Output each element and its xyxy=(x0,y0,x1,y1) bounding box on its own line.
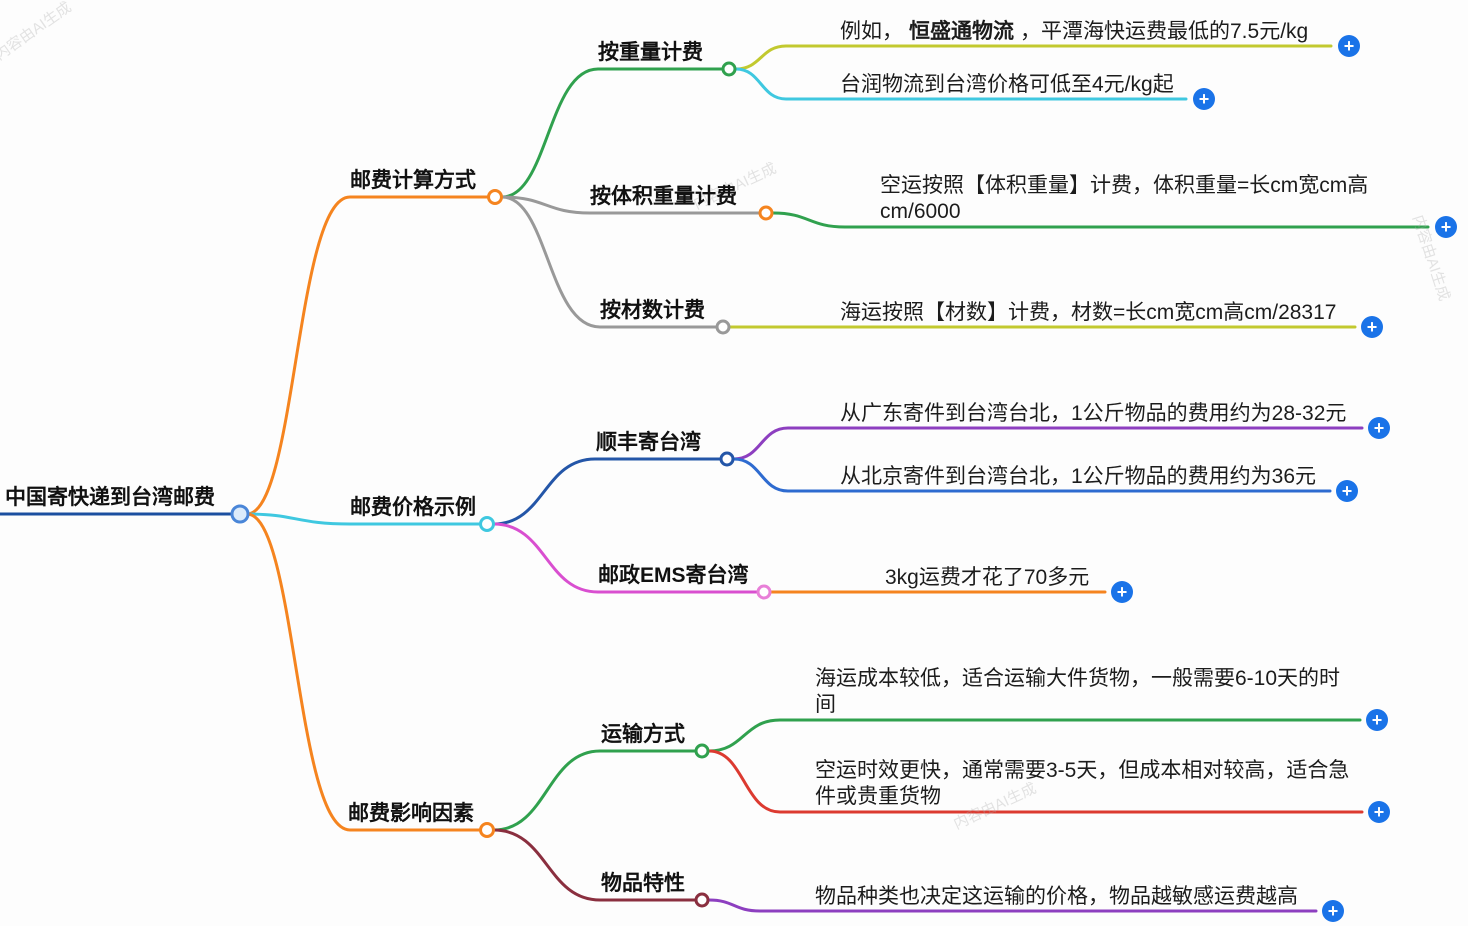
node-dot-item[interactable] xyxy=(694,892,710,908)
root-node-label[interactable]: 中国寄快递到台湾邮费 xyxy=(5,486,215,509)
connector-calc-to-cai xyxy=(500,195,718,329)
node-dot-factors[interactable] xyxy=(479,822,495,838)
child-label-transport[interactable]: 运输方式 xyxy=(601,723,685,746)
expand-button-cai[interactable]: + xyxy=(1361,316,1383,338)
connector-item-leaf xyxy=(707,898,1318,913)
leaf-text-cai[interactable]: 海运按照【材数】计费，材数=长cm宽cm高cm/28317 xyxy=(840,301,1337,324)
node-dot-transport[interactable] xyxy=(694,743,710,759)
leaf-text-weight-example2[interactable]: 台润物流到台湾价格可低至4元/kg起 xyxy=(840,73,1174,96)
child-label-sf[interactable]: 顺丰寄台湾 xyxy=(596,431,701,454)
connector-root-to-price xyxy=(245,512,482,526)
child-label-item[interactable]: 物品特性 xyxy=(601,872,685,895)
node-dot-price[interactable] xyxy=(479,516,495,532)
connector-transport-leaf2 xyxy=(707,749,1364,814)
expand-button-sea[interactable]: + xyxy=(1366,709,1388,731)
node-dot-ems[interactable] xyxy=(756,584,772,600)
leaf-text-air[interactable]: 空运时效更快，通常需要3-5天，但成本相对较高，适合急件或贵重货物 xyxy=(815,759,1350,808)
branch-label-calc[interactable]: 邮费计算方式 xyxy=(350,169,476,192)
expand-button-sf2[interactable]: + xyxy=(1336,480,1358,502)
expand-button-weight-example1[interactable]: + xyxy=(1338,35,1360,57)
expand-button-weight-example2[interactable]: + xyxy=(1193,88,1215,110)
connector-root-to-calc xyxy=(245,195,490,516)
child-label-by-cai[interactable]: 按材数计费 xyxy=(600,299,705,322)
child-label-by-volume[interactable]: 按体积重量计费 xyxy=(590,185,737,208)
connector-price-to-sf xyxy=(492,457,722,526)
leaf-text-part-bold: 恒盛通物流 xyxy=(909,20,1014,43)
leaf-text-sea[interactable]: 海运成本较低，适合运输大件货物，一般需要6-10天的时间 xyxy=(815,667,1341,716)
expand-button-ems[interactable]: + xyxy=(1111,581,1133,603)
connector-factors-to-item xyxy=(492,828,697,902)
connector-sf-leaf1 xyxy=(732,426,1364,461)
child-label-ems[interactable]: 邮政EMS寄台湾 xyxy=(598,564,749,587)
leaf-text-volume[interactable]: 空运按照【体积重量】计费，体积重量=长cm宽cm高cm/6000 xyxy=(880,174,1369,223)
node-dot-by-weight[interactable] xyxy=(721,61,737,77)
expand-button-air[interactable]: + xyxy=(1368,801,1390,823)
branch-label-price[interactable]: 邮费价格示例 xyxy=(350,496,476,519)
connector-volume-leaf xyxy=(771,211,1430,229)
node-dot-sf[interactable] xyxy=(719,451,735,467)
leaf-text-sf2[interactable]: 从北京寄件到台湾台北，1公斤物品的费用约为36元 xyxy=(840,465,1317,488)
expand-button-sf1[interactable]: + xyxy=(1368,417,1390,439)
leaf-text-sf1[interactable]: 从广东寄件到台湾台北，1公斤物品的费用约为28-32元 xyxy=(840,402,1347,425)
expand-button-item[interactable]: + xyxy=(1322,900,1344,922)
leaf-text-part: 例如， xyxy=(840,20,903,43)
connector-transport-leaf1 xyxy=(707,718,1362,753)
connector-sf-leaf2 xyxy=(732,457,1332,493)
node-dot-calc[interactable] xyxy=(487,189,503,205)
connector-price-to-ems xyxy=(492,522,759,594)
node-dot-by-cai[interactable] xyxy=(715,319,731,335)
node-dot-by-volume[interactable] xyxy=(758,205,774,221)
connector-weight-leaf2 xyxy=(734,67,1188,101)
expand-button-volume[interactable]: + xyxy=(1435,216,1457,238)
connector-factors-to-transport xyxy=(492,749,697,832)
child-label-by-weight[interactable]: 按重量计费 xyxy=(598,41,703,64)
connector-root-to-factors xyxy=(245,512,482,832)
leaf-text-weight-example1[interactable]: 例如， 恒盛通物流 ，平潭海快运费最低的7.5元/kg xyxy=(840,19,1308,45)
branch-label-factors[interactable]: 邮费影响因素 xyxy=(348,802,474,825)
node-dot-root[interactable] xyxy=(230,504,250,524)
connector-calc-to-weight xyxy=(500,67,724,199)
leaf-text-part: ，平潭海快运费最低的7.5元/kg xyxy=(1020,20,1309,43)
connector-calc-to-volume xyxy=(500,195,761,215)
connector-weight-leaf1 xyxy=(734,44,1333,71)
leaf-text-item[interactable]: 物品种类也决定这运输的价格，物品越敏感运费越高 xyxy=(815,885,1298,908)
leaf-text-ems[interactable]: 3kg运费才花了70多元 xyxy=(885,566,1090,589)
